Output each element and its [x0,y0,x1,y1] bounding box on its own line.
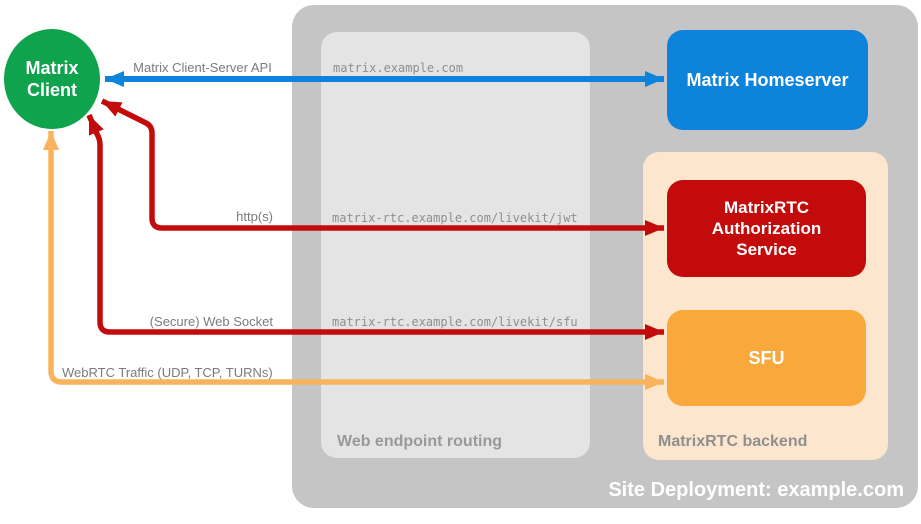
node-matrix-homeserver: Matrix Homeserver [667,30,868,130]
matrixrtc-backend-label: MatrixRTC backend [658,433,808,450]
site-deployment-label: Site Deployment: example.com [608,479,904,501]
node-matrix-client: Matrix Client [4,29,100,129]
matrix-client-label: Matrix Client [25,58,79,100]
web-endpoint-routing-panel: Web endpoint routing [321,32,590,458]
node-matrixrtc-authorization-service: MatrixRTC Authorization Service [667,180,866,277]
arrow-label-webrtc-traffic: WebRTC Traffic (UDP, TCP, TURNs) [62,365,273,380]
arrow-label-web-socket: (Secure) Web Socket [149,314,273,329]
sfu-label: SFU [748,347,785,368]
node-sfu: SFU [667,310,866,406]
matrix-homeserver-label: Matrix Homeserver [686,69,849,90]
arrow-label-client-server-api: Matrix Client-Server API [133,60,272,75]
endpoint-livekit-jwt: matrix-rtc.example.com/livekit/jwt [332,211,578,225]
endpoint-matrix-example-com: matrix.example.com [333,61,464,75]
arrow-label-https: http(s) [236,209,273,224]
endpoint-livekit-sfu: matrix-rtc.example.com/livekit/sfu [332,315,578,329]
web-endpoint-routing-label: Web endpoint routing [337,433,503,450]
matrixrtc-authorization-service-label: MatrixRTC Authorization Service [711,198,822,259]
